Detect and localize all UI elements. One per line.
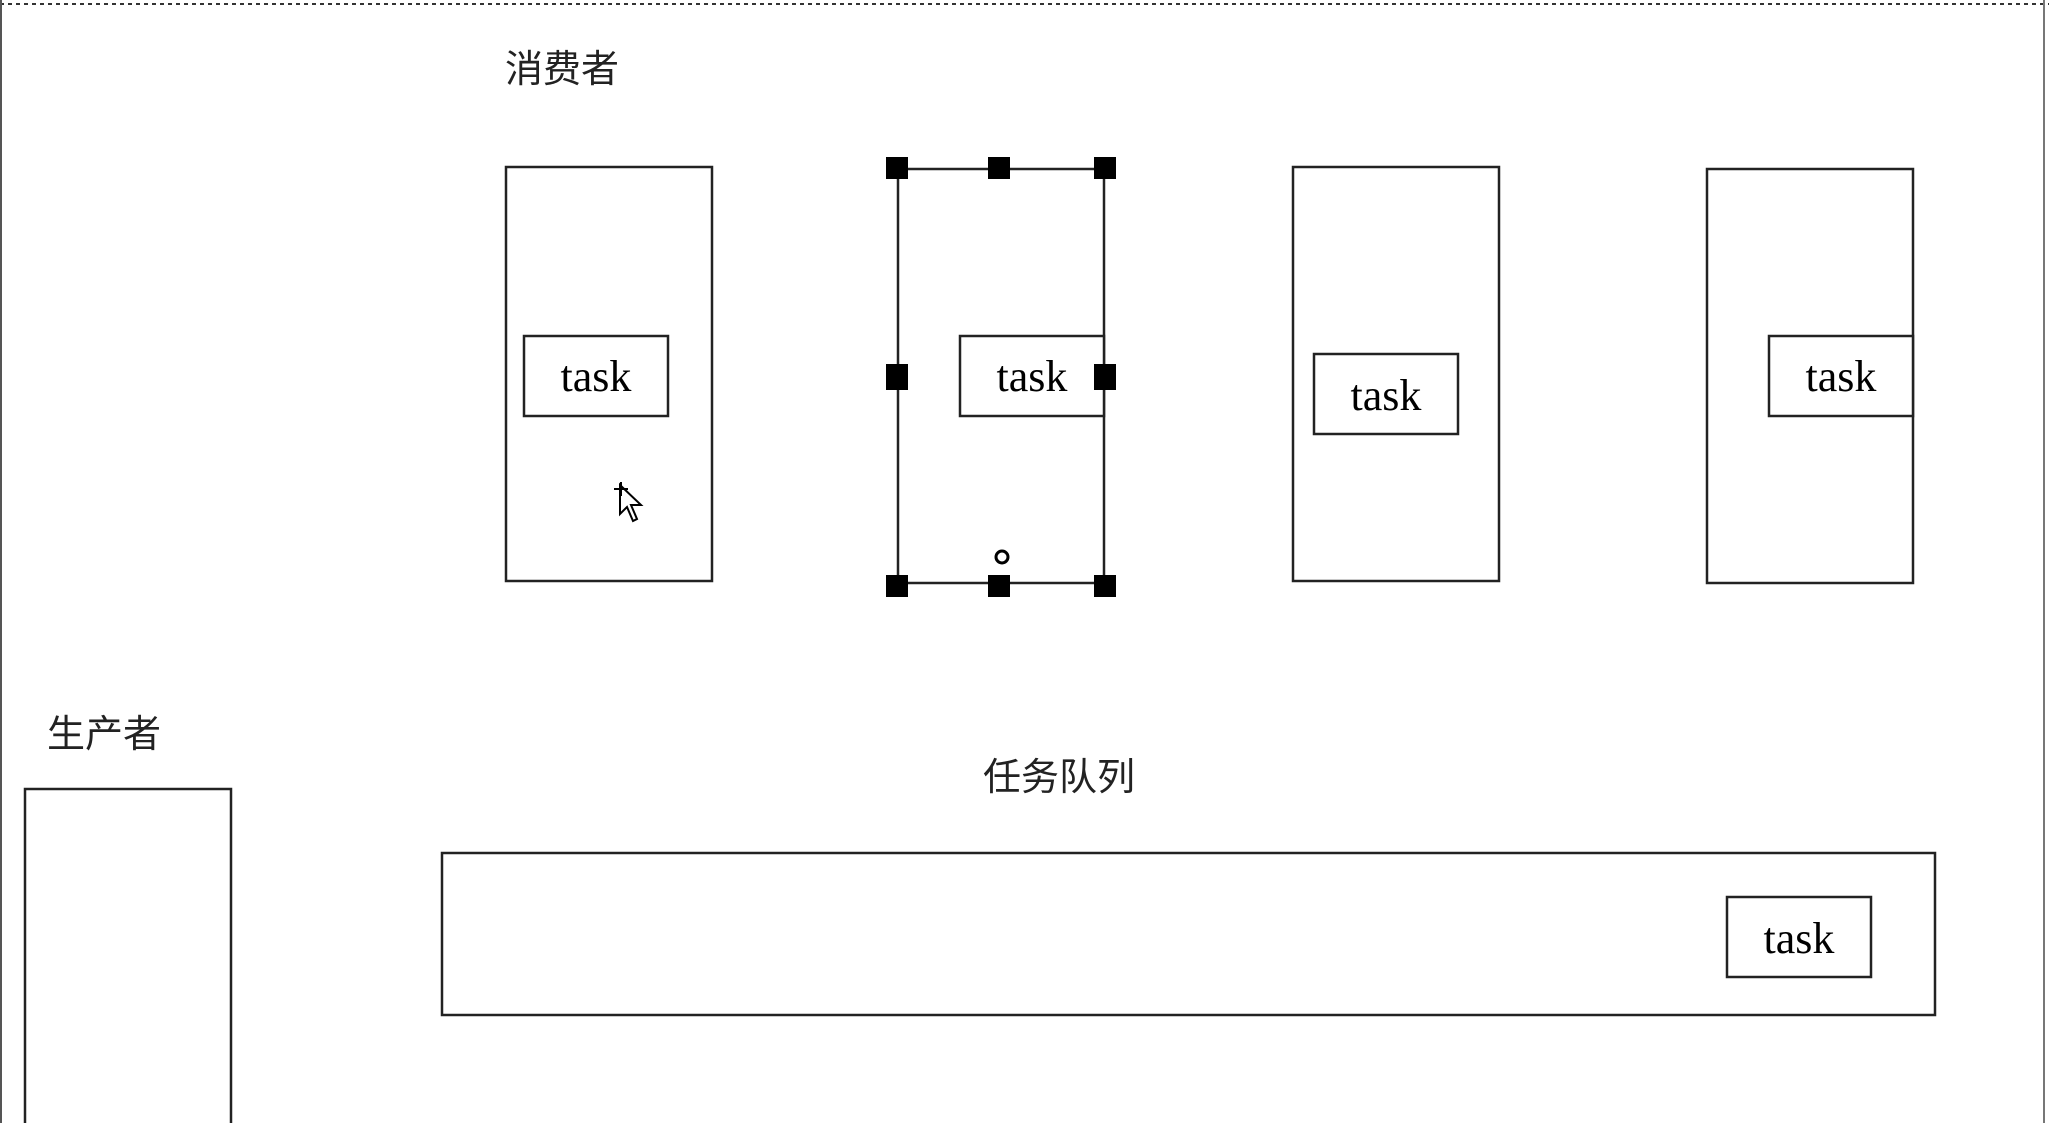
task-box[interactable]: task bbox=[522, 334, 670, 418]
consumer-box-2[interactable]: task bbox=[886, 157, 1116, 597]
producer-box[interactable] bbox=[23, 787, 233, 1123]
task-label: task bbox=[1806, 352, 1877, 401]
task-queue-box[interactable]: task bbox=[440, 851, 1937, 1017]
task-box[interactable]: task bbox=[958, 334, 1106, 418]
task-box[interactable]: task bbox=[1725, 895, 1873, 979]
resize-handle-right[interactable] bbox=[1094, 364, 1116, 390]
consumer-label: 消费者 bbox=[505, 47, 619, 91]
task-label: task bbox=[997, 352, 1068, 401]
queue-label: 任务队列 bbox=[983, 755, 1135, 799]
resize-handle-bottom[interactable] bbox=[988, 575, 1010, 597]
consumer-box-1[interactable]: task bbox=[504, 165, 714, 583]
consumer-box-3[interactable]: task bbox=[1291, 165, 1501, 583]
rotate-handle[interactable] bbox=[994, 549, 1010, 565]
selection-handles[interactable] bbox=[886, 157, 1116, 597]
task-label: task bbox=[1764, 914, 1835, 963]
mouse-cursor-icon bbox=[614, 482, 644, 523]
task-label: task bbox=[1351, 371, 1422, 420]
consumer-box-4[interactable]: task bbox=[1705, 167, 1915, 585]
resize-handle-top[interactable] bbox=[988, 157, 1010, 179]
task-box[interactable]: task bbox=[1767, 334, 1915, 418]
resize-handle-bottom-right[interactable] bbox=[1094, 575, 1116, 597]
task-box[interactable]: task bbox=[1312, 352, 1460, 436]
resize-handle-bottom-left[interactable] bbox=[886, 575, 908, 597]
resize-handle-top-right[interactable] bbox=[1094, 157, 1116, 179]
producer-label: 生产者 bbox=[47, 712, 161, 756]
resize-handle-left[interactable] bbox=[886, 364, 908, 390]
resize-handle-top-left[interactable] bbox=[886, 157, 908, 179]
task-label: task bbox=[561, 352, 632, 401]
